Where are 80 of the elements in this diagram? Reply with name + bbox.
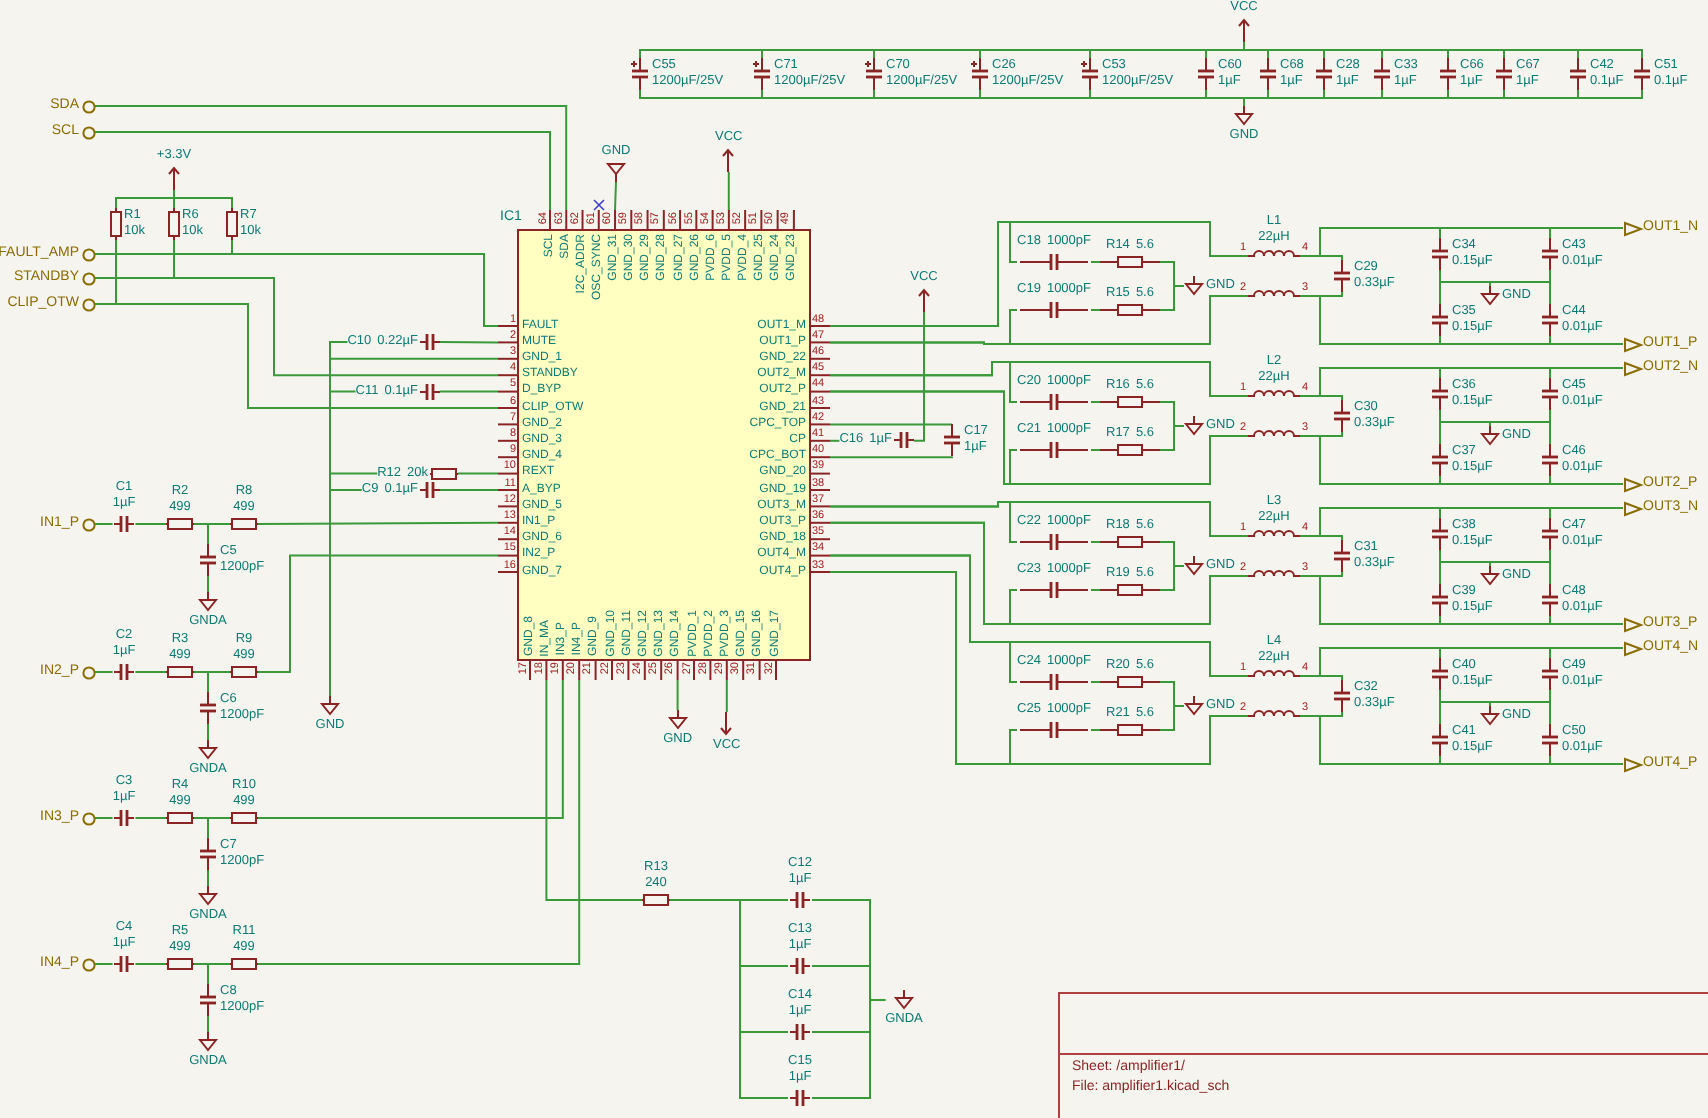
wire xyxy=(1243,41,1643,59)
wire xyxy=(94,239,117,305)
wire xyxy=(829,423,953,426)
wire xyxy=(439,341,499,344)
wire xyxy=(1090,729,1101,731)
wire xyxy=(94,239,175,279)
wire xyxy=(193,817,209,839)
wire xyxy=(207,1015,209,1033)
wire xyxy=(1090,449,1101,451)
wire xyxy=(134,671,167,673)
wire xyxy=(257,679,564,819)
wire xyxy=(439,390,499,393)
wire xyxy=(829,439,841,442)
wire xyxy=(1090,401,1101,403)
wire xyxy=(725,679,728,713)
wire xyxy=(829,221,1249,327)
wire xyxy=(829,571,1249,765)
wire xyxy=(94,817,114,819)
wire xyxy=(257,554,499,673)
wire xyxy=(257,521,499,525)
wire xyxy=(1299,227,1624,257)
wire xyxy=(1439,421,1491,445)
wire xyxy=(1159,705,1185,731)
wire xyxy=(829,390,1249,485)
wire xyxy=(94,963,114,965)
wire xyxy=(257,679,581,965)
wire xyxy=(1489,421,1551,445)
wire xyxy=(829,554,1249,677)
wire xyxy=(829,361,1249,397)
wire xyxy=(829,501,1249,537)
wire xyxy=(1439,561,1491,585)
wire xyxy=(134,817,167,819)
wire xyxy=(1299,507,1624,537)
wire xyxy=(1489,561,1551,585)
wire xyxy=(1299,575,1624,625)
wire xyxy=(811,999,887,1099)
wire xyxy=(1299,367,1624,397)
wire xyxy=(1159,565,1185,591)
wire xyxy=(193,671,209,693)
wire xyxy=(193,963,209,985)
wire xyxy=(829,521,1249,625)
wire xyxy=(134,523,167,525)
wire xyxy=(94,523,114,525)
wire xyxy=(134,963,167,965)
wire xyxy=(829,455,953,459)
wire xyxy=(1299,295,1624,345)
wire xyxy=(1439,281,1491,305)
wire xyxy=(1159,285,1185,311)
wire xyxy=(1439,701,1491,725)
wire xyxy=(1299,647,1624,677)
wire xyxy=(545,679,643,901)
wire xyxy=(1243,89,1643,107)
wire xyxy=(614,181,617,211)
wire xyxy=(207,723,209,741)
wire xyxy=(193,523,209,545)
wire xyxy=(727,171,730,211)
wire xyxy=(1090,681,1101,683)
wire xyxy=(1489,281,1551,305)
wire xyxy=(94,671,114,673)
wire xyxy=(1090,261,1101,263)
wire xyxy=(676,679,679,711)
wire xyxy=(94,131,551,211)
wire xyxy=(457,472,499,475)
wire xyxy=(1090,589,1101,591)
wire xyxy=(94,105,568,211)
wire xyxy=(1159,425,1185,451)
wire xyxy=(207,575,209,593)
wire xyxy=(1090,309,1101,311)
wire xyxy=(829,295,1249,345)
wire xyxy=(1299,715,1624,765)
wire xyxy=(669,899,789,1099)
wire xyxy=(94,239,233,255)
wire xyxy=(329,357,499,697)
wire xyxy=(173,189,233,209)
wire xyxy=(1489,701,1551,725)
wire xyxy=(913,311,925,442)
wire xyxy=(1299,435,1624,485)
wire xyxy=(207,869,209,887)
wire xyxy=(1090,541,1101,543)
wire xyxy=(439,489,499,491)
